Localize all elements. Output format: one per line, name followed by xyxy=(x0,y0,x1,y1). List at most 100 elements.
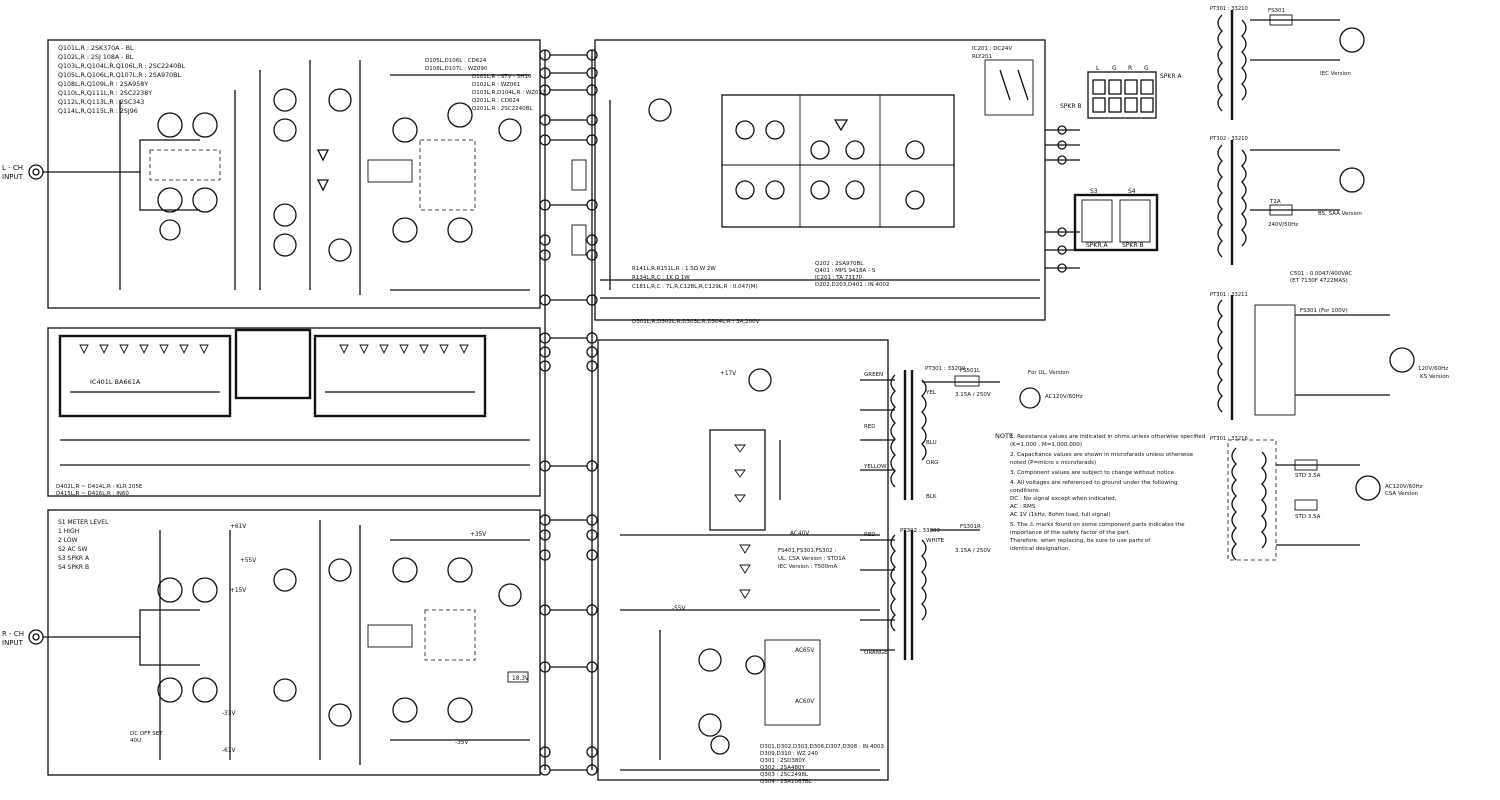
svg-text:D102L,R : WZ061: D102L,R : WZ061 xyxy=(472,82,520,88)
svg-text:PT301 : 33211: PT301 : 33211 xyxy=(1210,292,1248,298)
svg-text:Q112L,R,Q113L,R : 2SC343: Q112L,R,Q113L,R : 2SC343 xyxy=(58,99,144,106)
pt-main-label-2: PT302 : 33309 xyxy=(900,528,941,534)
svg-text:AC : RMS: AC : RMS xyxy=(1010,504,1036,510)
svg-text:5. The ⚠ marks found on some c: 5. The ⚠ marks found on some component p… xyxy=(1010,521,1185,528)
svg-text:D309,D310 : WZ 240: D309,D310 : WZ 240 xyxy=(760,751,819,757)
voltage-labels: +61V +55V +35V +15V -33V -35V -55V -61V … xyxy=(222,371,814,754)
svg-text:IEC Version : T500mA: IEC Version : T500mA xyxy=(778,564,837,570)
svg-text:T2A: T2A xyxy=(1269,199,1281,205)
svg-text:3. Component values are subjec: 3. Component values are subject to chang… xyxy=(1010,470,1176,476)
svg-text:UL, CSA Version : STD1A: UL, CSA Version : STD1A xyxy=(778,556,846,562)
svg-text:+15V: +15V xyxy=(230,588,246,594)
power-supply-block: D301,D302,D303,D306,D307,D308 : IN 4003 … xyxy=(597,339,889,785)
svg-text:18.3V: 18.3V xyxy=(512,676,529,682)
version-variant-1: PT301 : 33210 FS301 IEC Version xyxy=(1210,6,1365,120)
switch-legend: S1 METER LEVEL 1 HIGH 2 LOW S2 AC SW S3 … xyxy=(58,519,109,571)
svg-text:PT302 : 33210: PT302 : 33210 xyxy=(1210,136,1248,142)
svg-text:STD 3.5A: STD 3.5A xyxy=(1295,473,1321,479)
svg-text:Q304 : 2SA1067BL: Q304 : 2SA1067BL xyxy=(760,779,813,785)
svg-text:BLK: BLK xyxy=(926,494,937,500)
schematic-notes: NOTE 1. Resistance values are indicated … xyxy=(995,432,1206,552)
svg-text:SPKR A: SPKR A xyxy=(1160,73,1182,80)
svg-text:R: R xyxy=(1128,65,1132,72)
pt-main-label: PT301 : 33209 xyxy=(925,366,966,372)
led-row-left xyxy=(79,344,209,355)
version-variant-2: PT302 : 33210 T2A BS, SAA Version 240V/5… xyxy=(1210,136,1365,265)
svg-text:Q401 : MPS 9418A - S: Q401 : MPS 9418A - S xyxy=(815,268,876,274)
left-channel-amp-block: Q101L,R : 2SK370A - BL Q102L,R : 2SJ 108… xyxy=(47,39,546,309)
svg-text:L: L xyxy=(1096,65,1100,72)
c501-note: C501 : 0.0047/400VAC(ET 7130F 4722MAS) xyxy=(1290,271,1352,284)
right-input-jack xyxy=(28,629,60,645)
svg-text:2. Capacitance values are show: 2. Capacitance values are shown in micro… xyxy=(1010,452,1194,458)
svg-text:Q201L,R : 2SC2240BL: Q201L,R : 2SC2240BL xyxy=(472,106,533,112)
svg-text:KS Version: KS Version xyxy=(1420,374,1450,380)
svg-text:PT301 : 33210: PT301 : 33210 xyxy=(1210,6,1248,12)
svg-text:1. Resistance values are indic: 1. Resistance values are indicated in oh… xyxy=(1010,434,1206,440)
svg-text:Q201L,R : CD624: Q201L,R : CD624 xyxy=(472,98,520,104)
relay-note: IC201 : DC24V xyxy=(972,46,1012,52)
svg-text:G: G xyxy=(1112,65,1117,72)
svg-text:S1 METER LEVEL: S1 METER LEVEL xyxy=(58,519,109,526)
speaker-terminal-block xyxy=(1045,71,1159,273)
transistor-list-left: Q101L,R : 2SK370A - BL Q102L,R : 2SJ 108… xyxy=(58,45,185,115)
svg-text:Q108L,R,Q109L,R : 2SA958Y: Q108L,R,Q109L,R : 2SA958Y xyxy=(58,81,148,88)
fuse-rating: 3.15A / 250V xyxy=(955,392,991,398)
svg-text:AC65V: AC65V xyxy=(795,648,814,654)
fs301r-rating: 3.15A / 250V xyxy=(955,548,991,554)
speaker-terminal-labels: L G R G SPKR A SPKR B S3 S4 SPKR A SPKR … xyxy=(1060,65,1182,249)
svg-text:ORANGE: ORANGE xyxy=(864,650,888,656)
svg-text:G: G xyxy=(1144,65,1149,72)
bus-wires xyxy=(550,54,587,771)
svg-text:S3: S3 xyxy=(1090,188,1098,195)
svg-text:YEL: YEL xyxy=(925,390,937,396)
svg-text:DC : No signal except when ind: DC : No signal except when indicated, xyxy=(1010,496,1117,502)
svg-text:BS, SAA Version: BS, SAA Version xyxy=(1318,211,1362,217)
svg-text:Therefore, when replacing, be: Therefore, when replacing, be sure to us… xyxy=(1009,538,1151,544)
svg-text:BLU: BLU xyxy=(926,440,937,446)
svg-text:D101L,R : STV - 3H10: D101L,R : STV - 3H10 xyxy=(472,74,532,80)
svg-text:ORG: ORG xyxy=(926,460,938,466)
svg-text:STD 3.5A: STD 3.5A xyxy=(1295,514,1321,520)
resistor-notes: R141L,R,R151L,R : 1.5Ω W 2W R134L,R,C : … xyxy=(632,266,758,290)
svg-text:WHITE: WHITE xyxy=(926,538,945,544)
fs501l-label: FS501L xyxy=(960,368,981,374)
power-diode-notes: D301,D302,D303,D306,D307,D308 : IN 4003 … xyxy=(760,744,884,785)
svg-text:SPKR A: SPKR A xyxy=(1086,242,1108,249)
svg-text:+55V: +55V xyxy=(240,558,256,564)
svg-text:D103L,R,D104L,R : WZ032: D103L,R,D104L,R : WZ032 xyxy=(472,90,546,96)
svg-text:+35V: +35V xyxy=(470,532,486,538)
svg-text:noted (P=micro x microfarads): noted (P=micro x microfarads) xyxy=(1010,460,1096,466)
svg-text:importance of the safety facto: importance of the safety factor of the p… xyxy=(1010,530,1131,536)
svg-text:2 LOW: 2 LOW xyxy=(58,537,78,544)
diode-list-top: D105L,D106L : CD624 D108L,D107L : WZ090 xyxy=(425,58,488,72)
ic401-label: IC401L BA661A xyxy=(90,378,141,386)
led-row-right xyxy=(339,344,469,355)
svg-text:AC 1V (1kHz, 8ohm load, full s: AC 1V (1kHz, 8ohm load, full signal) xyxy=(1010,512,1111,518)
diode-list-top-b: D101L,R : STV - 3H10 D102L,R : WZ061 D10… xyxy=(472,74,546,112)
svg-text:S4 SPKR B: S4 SPKR B xyxy=(58,564,89,571)
connector-column-b xyxy=(586,49,598,776)
diode-note-mid: D301L,R,D302L,R,D303L,R,D304L,R : 3A,200… xyxy=(632,319,760,325)
ul-version: For UL, Version xyxy=(1028,370,1070,376)
svg-text:IC201 : TA 7317P: IC201 : TA 7317P xyxy=(815,275,863,281)
svg-text:S3 SPKR A: S3 SPKR A xyxy=(58,555,90,562)
version-variant-3: PT301 : 33211 FS301 (For 100V) KS Versio… xyxy=(1210,292,1450,420)
svg-text:Q302 : 2SA480Y: Q302 : 2SA480Y xyxy=(760,765,806,771)
svg-text:Q110L,R,Q111L,R : 2SC2238Y: Q110L,R,Q111L,R : 2SC2238Y xyxy=(58,90,152,97)
svg-text:RED: RED xyxy=(864,424,876,430)
connector-column-a xyxy=(539,49,551,776)
ac-line-label: AC120V/60Hz xyxy=(1045,394,1083,400)
svg-text:120V/60Hz: 120V/60Hz xyxy=(1418,366,1448,372)
svg-text:4. All voltages are referenced: 4. All voltages are referenced to ground… xyxy=(1010,480,1178,486)
svg-text:conditions: conditions xyxy=(1010,488,1039,494)
svg-text:-33V: -33V xyxy=(222,711,235,717)
fuse-version-notes: FS401,FS301,FS302 : UL, CSA Version : ST… xyxy=(778,548,846,570)
svg-text:R141L,R,R151L,R : 1.5Ω W 2W: R141L,R,R151L,R : 1.5Ω W 2W xyxy=(632,266,716,272)
svg-text:Q102L,R : 2SJ 108A - BL: Q102L,R : 2SJ 108A - BL xyxy=(58,54,134,61)
svg-text:SPKR B: SPKR B xyxy=(1060,103,1082,110)
